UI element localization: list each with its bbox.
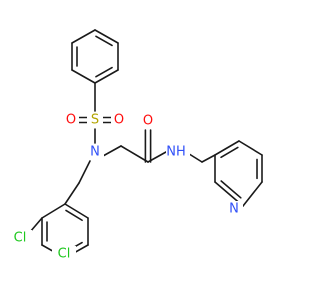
phenyl-ring-double-bond [95, 35, 113, 47]
bond-ch2-carbonyl [120, 145, 149, 163]
bond-ch2-dichlorophenyl [64, 182, 80, 205]
atom-oxygen-left: O [66, 113, 76, 128]
atom-chlorine-top: Cl [14, 231, 27, 246]
label-bg [225, 201, 243, 217]
pyridine-ring-double-bond [220, 146, 239, 159]
molecule-structure: S O O N O NH N Cl Cl [8, 29, 263, 262]
pyridine-ring-bond [214, 140, 240, 156]
dichlorophenyl-ring-bond [64, 203, 89, 219]
pyridine-ring-double-bond [220, 180, 242, 199]
phenyl-ring-bond [71, 69, 96, 84]
atom-sulfur: S [91, 113, 99, 128]
bond-ring-chlorine-top [29, 217, 43, 233]
bond-layer [29, 29, 263, 259]
label-bg [8, 230, 32, 246]
atom-label-layer: S O O N O NH N Cl Cl [8, 112, 243, 262]
atom-nitrogen-amide: NH [166, 145, 186, 160]
phenyl-ring-bond [94, 29, 119, 44]
bond-carbonyl-nh [147, 151, 167, 163]
label-bg [166, 144, 190, 160]
atom-oxygen-carbonyl: O [143, 114, 153, 129]
molecule-canvas: S O O N O NH N Cl Cl [8, 29, 263, 262]
bond-ch2-pyridine [201, 154, 216, 163]
bond-nitrogen-benzyl-ch2 [78, 160, 91, 184]
atom-chlorine-bottom: Cl [58, 247, 71, 262]
phenyl-ring-bond [71, 29, 96, 44]
phenyl-ring-bond [94, 69, 119, 84]
label-bg [52, 246, 76, 262]
dichlorophenyl-ring-bond [41, 203, 66, 219]
label-bg [111, 112, 127, 128]
label-bg [63, 112, 79, 128]
phenyl-ring-double-bond [95, 66, 113, 78]
label-bg [86, 144, 104, 160]
label-bg [140, 113, 156, 129]
atom-nitrogen-sulfonamide: N [90, 145, 100, 160]
dichlorophenyl-ring-double-bond [65, 209, 83, 222]
atom-oxygen-right: O [114, 113, 124, 128]
bond-nitrogen-ch2 [102, 145, 122, 157]
label-bg [87, 112, 103, 128]
atom-nitrogen-pyridine: N [229, 202, 239, 217]
pyridine-ring-bond [238, 140, 263, 156]
pyridine-ring-bond [242, 181, 263, 207]
